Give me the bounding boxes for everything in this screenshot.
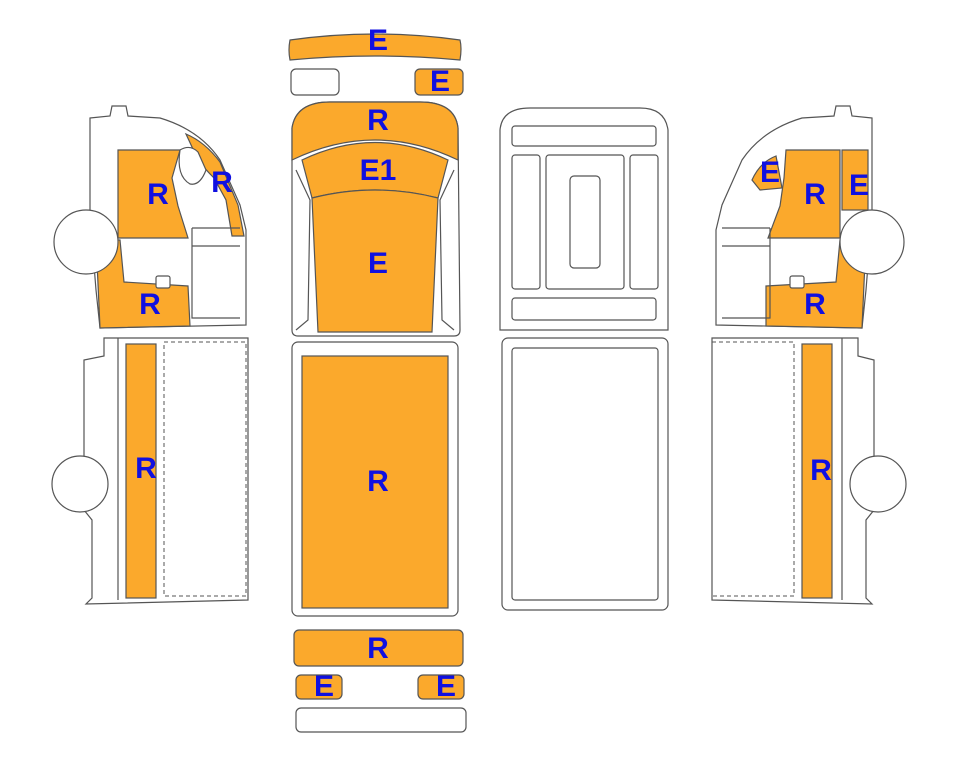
left-body-outline xyxy=(83,337,249,605)
rear-left-light xyxy=(295,674,343,700)
left-body-strip xyxy=(125,343,157,599)
right-handle xyxy=(789,275,805,289)
label-right-body-side: R xyxy=(810,454,832,487)
underside-strip-top xyxy=(511,125,657,147)
left-window-frame xyxy=(191,227,240,319)
label-right-small-window: E xyxy=(760,156,780,189)
left-handle xyxy=(155,275,171,289)
left-window-cutout xyxy=(178,146,207,185)
right-pillar xyxy=(841,149,869,211)
front-roof-strip xyxy=(288,33,462,61)
underside-strip-bottom xyxy=(511,297,657,321)
label-rear-left-light: E xyxy=(314,670,334,703)
right-body-strip xyxy=(801,343,833,599)
left-side-view xyxy=(51,105,249,605)
right-front-wheel xyxy=(839,209,905,275)
rear-top-panel xyxy=(293,629,464,667)
label-cab-roof: R xyxy=(367,104,389,137)
label-right-pillar: E xyxy=(849,169,869,202)
left-front-wheel xyxy=(53,209,119,275)
label-rear-right-light: E xyxy=(436,670,456,703)
cab-top-panel xyxy=(311,189,439,333)
label-cab-top: E xyxy=(368,247,388,280)
label-right-door-lower: R xyxy=(804,288,826,321)
top-view xyxy=(288,33,467,733)
right-door-upper xyxy=(767,149,841,239)
right-side-view xyxy=(711,105,907,605)
cargo-roof-panel xyxy=(301,355,449,609)
underside-cargo-inner xyxy=(511,347,659,601)
left-door-lower xyxy=(95,239,191,329)
label-right-door-upper: R xyxy=(804,178,826,211)
right-body-outline xyxy=(711,337,875,605)
label-front-roof: E xyxy=(368,24,388,57)
label-left-quarter-window: R xyxy=(211,166,233,199)
underside-center-inner xyxy=(569,175,601,269)
right-rear-wheel xyxy=(849,455,907,513)
right-window-frame xyxy=(722,227,771,319)
panel-labels: E E R E1 E R R E E R R R R E R E R R xyxy=(135,24,869,703)
label-left-door-lower: R xyxy=(139,288,161,321)
label-left-body-side: R xyxy=(135,452,157,485)
left-rear-wheel xyxy=(51,455,109,513)
underside-view xyxy=(499,107,669,611)
label-cargo-roof: R xyxy=(367,465,389,498)
cab-right-edge xyxy=(439,169,455,331)
label-front-right-light: E xyxy=(430,65,450,98)
front-right-light xyxy=(414,68,464,96)
cab-roof-panel xyxy=(291,101,459,161)
underside-left-col xyxy=(511,154,541,290)
right-small-window xyxy=(751,155,783,191)
rear-bumper xyxy=(295,707,467,733)
label-cab-visor: E1 xyxy=(360,154,397,187)
rear-right-light xyxy=(417,674,465,700)
underside-right-col xyxy=(629,154,659,290)
label-rear-top: R xyxy=(367,632,389,665)
cab-left-edge xyxy=(295,169,311,331)
front-left-light xyxy=(290,68,340,96)
label-left-door-upper: R xyxy=(147,178,169,211)
